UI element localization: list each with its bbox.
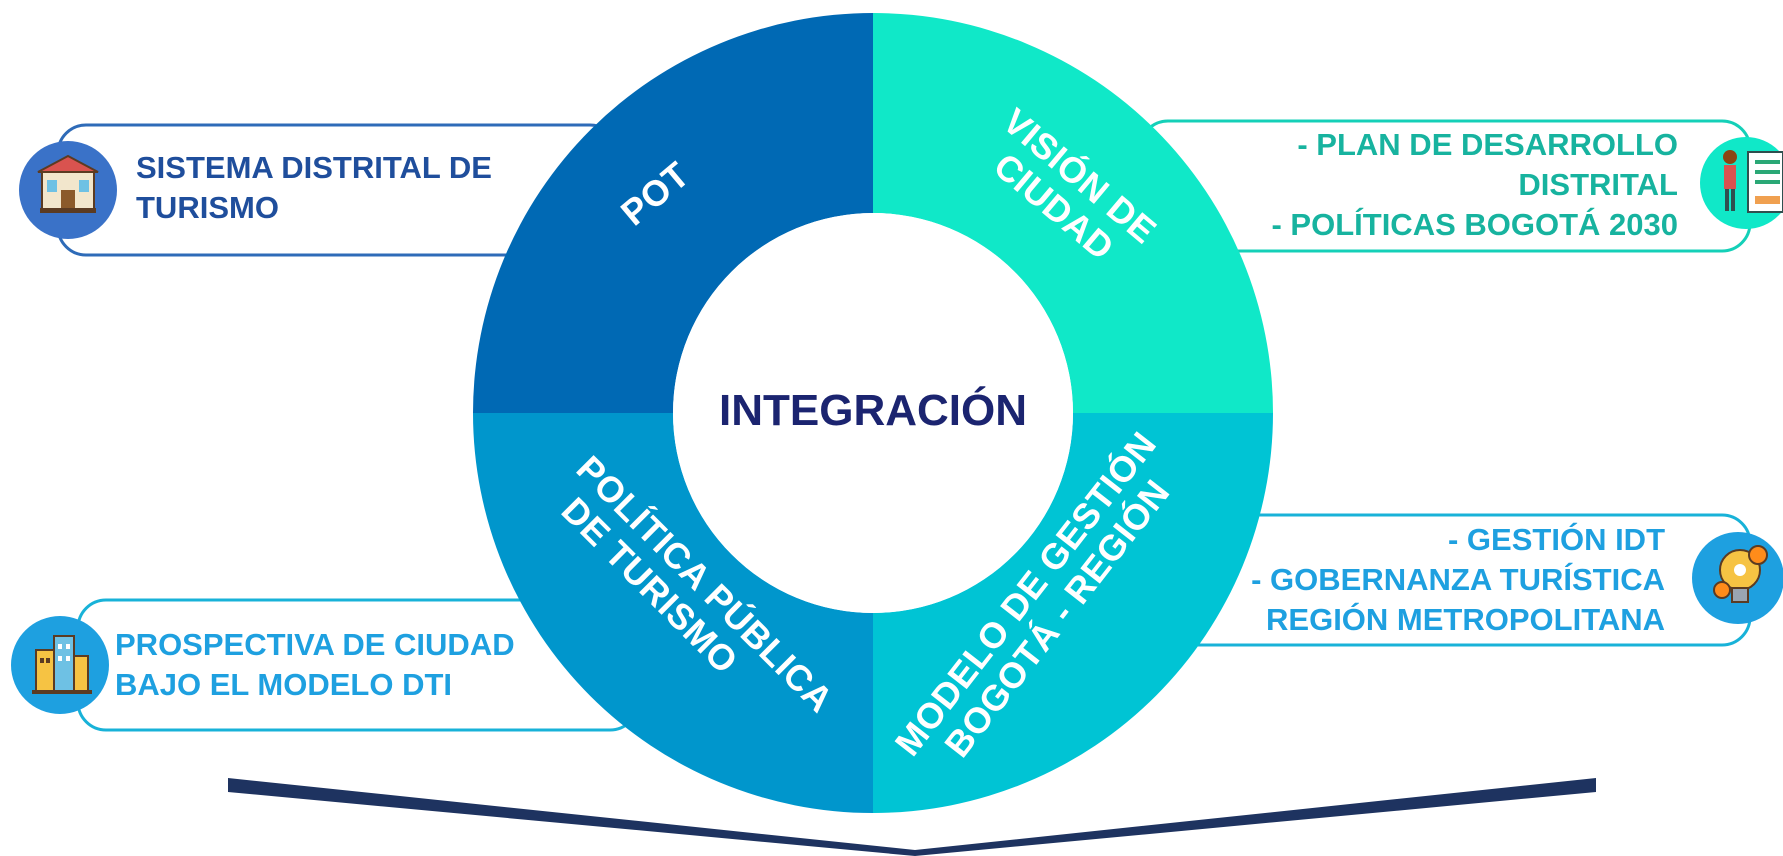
gestion-line-2: - GOBERNANZA TURÍSTICA [1251, 562, 1665, 597]
box-prospectiva: PROSPECTIVA DE CIUDAD BAJO EL MODELO DTI [11, 598, 640, 732]
segment-politica [473, 413, 873, 813]
segment-pot [473, 13, 873, 413]
plan-line-1: - PLAN DE DESARROLLO [1297, 127, 1678, 162]
gear-bulb-icon [1692, 532, 1783, 624]
integration-ring [473, 13, 1273, 813]
center-label: INTEGRACIÓN [719, 385, 1027, 435]
center-disc [673, 213, 1073, 613]
segment-modelo [873, 413, 1273, 813]
segment-vision [873, 13, 1273, 413]
plan-line-3: - POLÍTICAS BOGOTÁ 2030 [1271, 207, 1678, 242]
box-sistema-distrital: SISTEMA DISTRITAL DE TURISMO [19, 123, 620, 257]
prospectiva-line-1: PROSPECTIVA DE CIUDAD [115, 627, 515, 662]
gestion-line-1: - GESTIÓN IDT [1448, 521, 1665, 557]
city-icon [11, 616, 109, 714]
presenter-icon [1700, 137, 1783, 229]
sistema-line-1: SISTEMA DISTRITAL DE [136, 150, 492, 185]
prospectiva-line-2: BAJO EL MODELO DTI [115, 667, 452, 702]
box-gestion-idt: - GESTIÓN IDT - GOBERNANZA TURÍSTICA REG… [1168, 513, 1783, 647]
chevron-down-icon [228, 778, 1596, 856]
building-icon [19, 141, 117, 239]
plan-line-2: DISTRITAL [1518, 167, 1678, 202]
box-plan-desarrollo: - PLAN DE DESARROLLO DISTRITAL - POLÍTIC… [1138, 119, 1783, 253]
sistema-line-2: TURISMO [136, 190, 279, 225]
gestion-line-3: REGIÓN METROPOLITANA [1266, 601, 1665, 637]
